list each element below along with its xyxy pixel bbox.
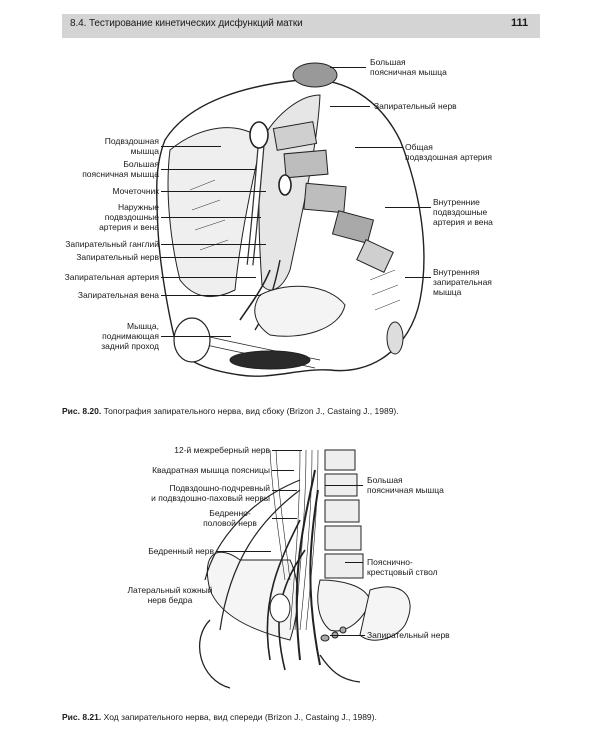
leader-line — [161, 257, 261, 258]
label-lumbosacral-trunk: Пояснично-крестцовый ствол — [367, 557, 438, 577]
caption-text: Топография запирательного нерва, вид сбо… — [101, 406, 399, 416]
pelvis-anterior-illustration — [198, 449, 411, 689]
leader-line — [216, 551, 271, 552]
leader-line — [272, 518, 297, 519]
caption-number: Рис. 8.21. — [62, 712, 102, 722]
label-obturator-vein: Запирательная вена — [77, 290, 159, 300]
leader-line — [272, 450, 302, 451]
label-ureter: Мочеточник — [112, 186, 159, 196]
caption-text: Ход запирательного нерва, вид спереди (B… — [101, 712, 377, 722]
label-femoral-nerve: Бедренный нерв — [148, 546, 214, 556]
figure-8-21-caption: Рис. 8.21. Ход запирательного нерва, вид… — [62, 712, 377, 722]
leader-line — [161, 217, 261, 218]
leader-line — [161, 146, 221, 147]
page-number: 111 — [511, 17, 529, 29]
label-obturator-ganglion: Запирательный ганглий — [65, 239, 159, 249]
running-header: 8.4. Тестирование кинетических дисфункци… — [0, 0, 600, 42]
leader-line — [345, 562, 363, 563]
label-quadratus-lumborum: Квадратная мышца поясницы — [152, 465, 270, 475]
leader-line — [272, 470, 294, 471]
label-obturator-artery: Запирательная артерия — [64, 272, 159, 282]
leader-line — [330, 635, 365, 636]
caption-number: Рис. 8.20. — [62, 406, 102, 416]
leader-line — [161, 191, 266, 192]
label-12th-intercostal-nerve: 12-й межреберный нерв — [174, 445, 270, 455]
leader-line — [272, 490, 297, 491]
leader-line — [330, 106, 370, 107]
label-genitofemoral-nerve: Бедренно-половой нерв — [203, 508, 257, 528]
leader-line — [161, 295, 261, 296]
label-obturator-nerve-right: Запирательный нерв — [374, 101, 457, 111]
leader-line — [355, 147, 403, 148]
leader-line — [330, 67, 366, 68]
figure-8-20-caption: Рис. 8.20. Топография запирательного нер… — [62, 406, 399, 416]
leader-line — [405, 277, 431, 278]
section-title: 8.4. Тестирование кинетических дисфункци… — [70, 18, 303, 29]
label-obturator-nerve-anterior: Запирательный нерв — [367, 630, 450, 640]
leader-line — [161, 244, 266, 245]
label-obturator-nerve-left: Запирательный нерв — [76, 252, 159, 262]
leader-line — [161, 169, 256, 170]
leader-line — [161, 336, 231, 337]
figure-8-21: 12-й межреберный нерв Квадратная мышца п… — [0, 430, 600, 700]
header-bar — [62, 14, 540, 38]
leader-line — [161, 277, 256, 278]
leader-line — [385, 207, 431, 208]
leader-line — [325, 485, 363, 486]
